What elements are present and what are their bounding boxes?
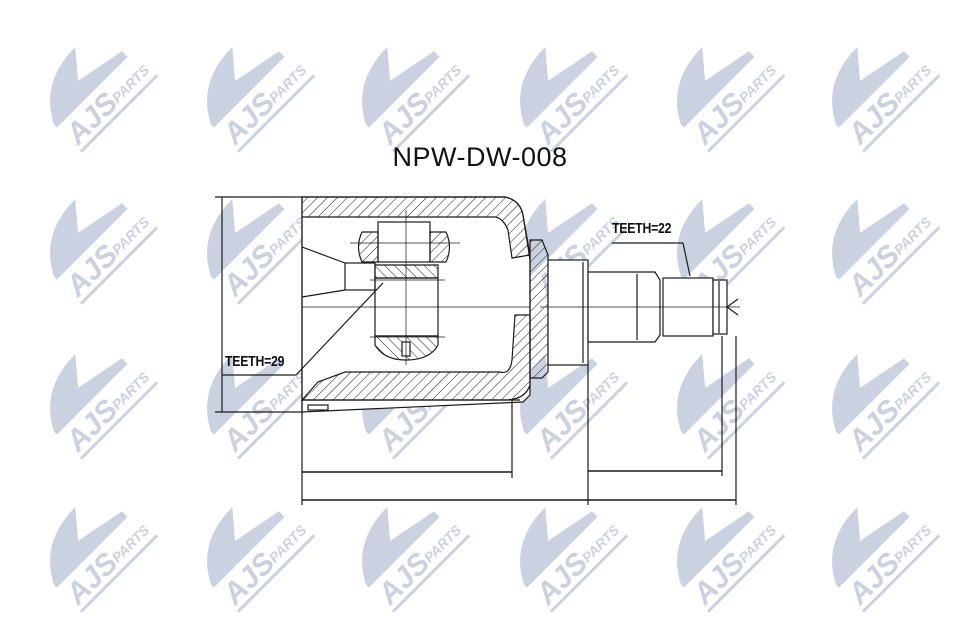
teeth-label-housing: TEETH=29	[225, 353, 285, 370]
part-number-title: NPW-DW-008	[392, 142, 568, 172]
teeth-label-shaft: TEETH=22	[612, 220, 672, 237]
